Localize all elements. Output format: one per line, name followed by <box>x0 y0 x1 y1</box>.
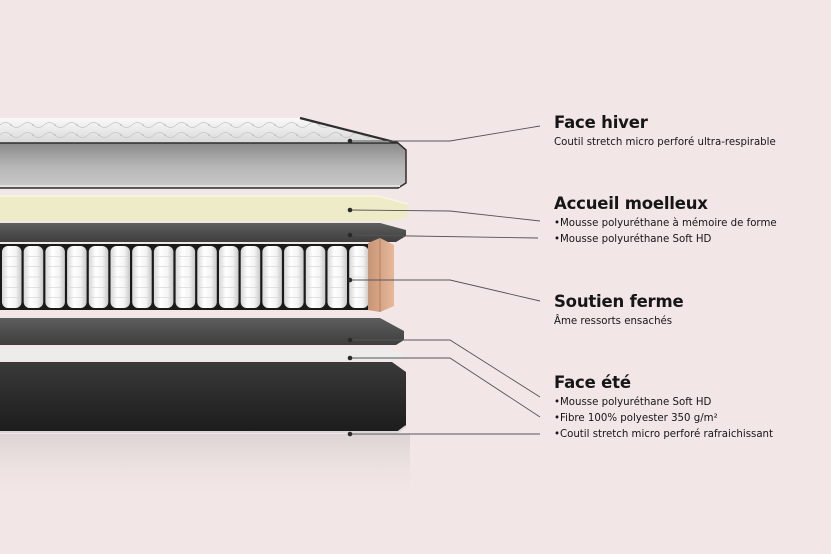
face-ete-line-1: •Mousse polyuréthane Soft HD <box>554 397 712 408</box>
label-face-ete: Face été •Mousse polyuréthane Soft HD •F… <box>554 373 773 443</box>
label-soutien-ferme: Soutien ferme Âme ressorts ensachés <box>554 292 684 330</box>
layer-fibre-polyester <box>0 348 404 360</box>
soutien-ferme-line-1: Âme ressorts ensachés <box>554 316 673 327</box>
leader-lines <box>349 125 541 435</box>
label-face-hiver: Face hiver Coutil stretch micro perforé … <box>554 113 776 151</box>
face-ete-line-2: •Fibre 100% polyester 350 g/m² <box>554 413 718 424</box>
face-hiver-line-1: Coutil stretch micro perforé ultra-respi… <box>554 137 776 148</box>
soutien-ferme-title: Soutien ferme <box>554 292 684 311</box>
accueil-moelleux-line-1: •Mousse polyuréthane à mémoire de forme <box>554 218 777 229</box>
face-ete-line-3: •Coutil stretch micro perforé rafraichis… <box>554 429 774 440</box>
layer-soft-hd-top <box>0 223 406 242</box>
side-panel <box>368 238 394 312</box>
pocket-springs <box>0 244 372 310</box>
label-accueil-moelleux: Accueil moelleux •Mousse polyuréthane à … <box>554 194 777 248</box>
accueil-moelleux-line-2: •Mousse polyuréthane Soft HD <box>554 234 712 245</box>
layer-memoire-de-forme <box>0 195 409 221</box>
layer-face-ete <box>0 362 410 504</box>
layer-soft-hd-bottom <box>0 318 404 345</box>
leader-dots <box>347 138 353 437</box>
accueil-moelleux-title: Accueil moelleux <box>554 194 708 213</box>
layer-face-hiver <box>0 116 407 189</box>
face-hiver-title: Face hiver <box>554 113 648 132</box>
face-ete-title: Face été <box>554 373 631 392</box>
